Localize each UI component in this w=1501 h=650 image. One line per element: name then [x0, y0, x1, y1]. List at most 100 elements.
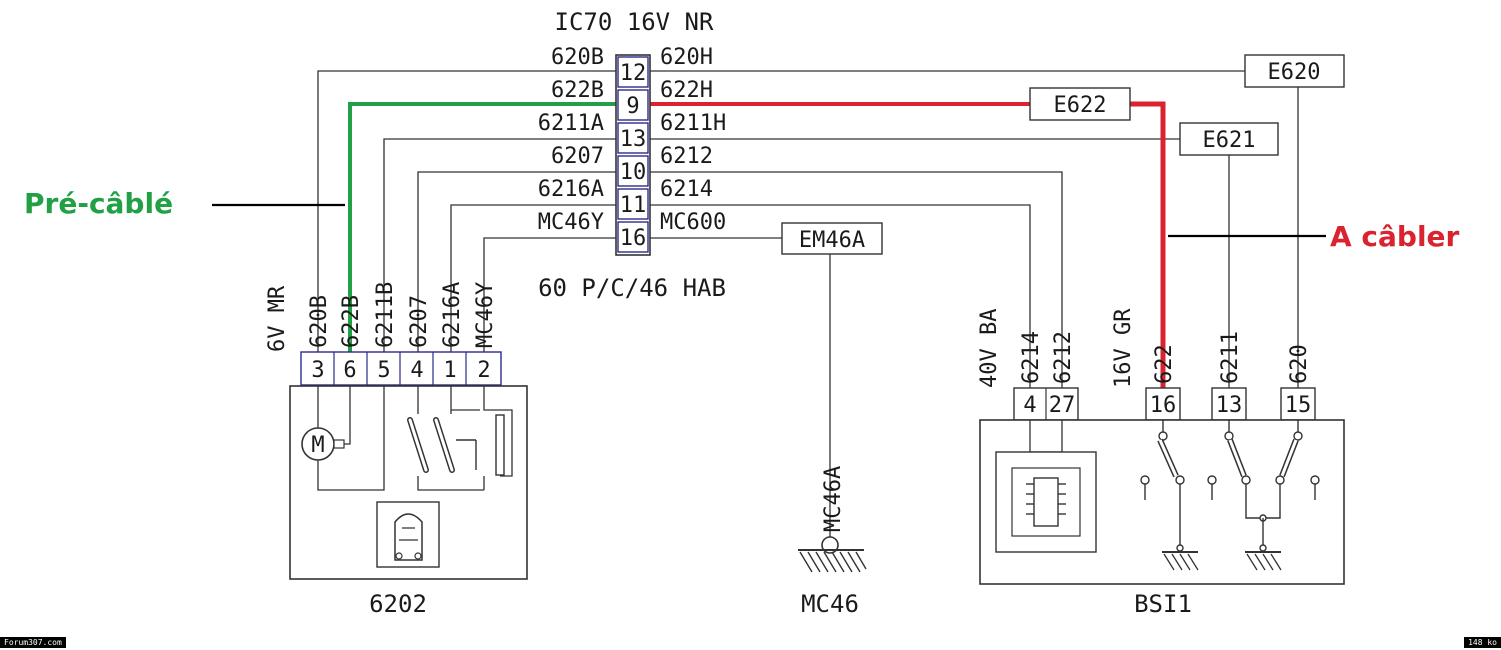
- pin-number: 6: [343, 358, 356, 383]
- pin-number: 10: [620, 160, 647, 185]
- footer-filesize: 148 ko: [1464, 637, 1501, 648]
- motor-letter: M: [311, 433, 324, 458]
- pin-left-label: 6211A: [538, 111, 604, 136]
- pin-number: 12: [620, 61, 647, 86]
- connector-pin: [1280, 387, 1316, 421]
- connector-pin: [1211, 387, 1247, 421]
- splice-box: [1244, 54, 1345, 88]
- footer-watermark-left: Forum307.com: [0, 637, 66, 648]
- component-6202: 6V MR 620B 622B 6211B 6207 6216A MC46Y 3…: [265, 282, 528, 618]
- car-door-icon: [376, 501, 440, 568]
- component-name: MC46: [801, 590, 859, 618]
- splice-e622: E622: [1029, 87, 1131, 121]
- pin-right-label: 622H: [660, 78, 713, 103]
- pin-number: 2: [477, 358, 490, 383]
- pin-left-label: 622B: [551, 78, 604, 103]
- connector-pin-row: 11 6216A 6214: [538, 177, 713, 220]
- splice-label: E620: [1268, 60, 1321, 85]
- pin-number: 3: [311, 358, 324, 383]
- wire-label: 6211: [1218, 331, 1243, 384]
- precable-annotation: Pré-câblé: [24, 187, 173, 220]
- wire-label: 622: [1152, 344, 1177, 384]
- wires: [212, 70, 1326, 537]
- component-mc46: MC46A MC46: [798, 466, 867, 618]
- pin-left-label: 6207: [551, 144, 604, 169]
- connector-label: 6V MR: [265, 285, 290, 352]
- pin-right-label: 6211H: [660, 111, 726, 136]
- pin-number: 16: [620, 226, 647, 251]
- pin-number: 27: [1049, 393, 1076, 418]
- splice-em46a: EM46A: [781, 222, 883, 255]
- pin-cell: [617, 188, 649, 220]
- wire-label: 6216A: [440, 282, 465, 348]
- pin-left-label: 6216A: [538, 177, 604, 202]
- connector-subtitle: 60 P/C/46 HAB: [538, 274, 726, 302]
- splice-e620: E620: [1244, 54, 1345, 88]
- connector-pin-row: 13 6211A 6211H: [538, 111, 726, 154]
- pin-number: 13: [620, 127, 647, 152]
- pin-right-label: MC600: [660, 210, 726, 235]
- connector-pin-row: 16 MC46Y MC600: [538, 210, 726, 253]
- pin-number: 13: [1216, 393, 1243, 418]
- pin-cell: [617, 155, 649, 187]
- to-wire-622: [1130, 101, 1166, 392]
- wire-620b: [317, 70, 616, 352]
- pin-number: 1: [443, 358, 456, 383]
- wire-label: 6207: [407, 295, 432, 348]
- wire-6216a: [450, 204, 616, 352]
- relay-switches: [1140, 420, 1320, 553]
- splice-label: E621: [1203, 128, 1256, 153]
- pin-right-label: 6214: [660, 177, 713, 202]
- connector-pin-row: 9 622B 622H: [551, 78, 713, 121]
- connector-title: IC70 16V NR: [555, 8, 714, 36]
- component-name: BSI1: [1134, 590, 1192, 618]
- pin-number: 4: [410, 358, 423, 383]
- ground-hatch: [799, 551, 867, 573]
- splice-box: [1179, 122, 1279, 156]
- motor-symbol: M: [301, 386, 385, 491]
- connector-label: 40V BA: [977, 309, 1002, 388]
- wire-6212: [650, 171, 1063, 388]
- wire-label: MC46A: [821, 466, 846, 532]
- wire-label: 620: [1287, 344, 1312, 384]
- splice-label: EM46A: [799, 228, 865, 253]
- wire-label: 6211B: [373, 282, 398, 348]
- wire-label: 6212: [1051, 331, 1076, 384]
- pin-right-label: 6212: [660, 144, 713, 169]
- acabler-annotation: A câbler: [1330, 220, 1460, 253]
- wire-mc46y: [483, 237, 616, 352]
- pin-number: 5: [377, 358, 390, 383]
- splice-box: [1029, 87, 1131, 121]
- precabled-wire-622b: [348, 102, 616, 352]
- pin-number: 15: [1285, 393, 1312, 418]
- pin-number: 11: [620, 193, 647, 218]
- wire-label: 6214: [1019, 331, 1044, 384]
- pin-left-label: MC46Y: [538, 210, 604, 235]
- splice-e621: E621: [1179, 122, 1279, 156]
- connector-pin-row: 12 620B 620H: [551, 45, 713, 88]
- chip-icon: [995, 420, 1097, 553]
- connector-ic70: IC70 16V NR 12 620B 620H 9 622B 622H 13 …: [538, 8, 726, 302]
- pin-right-label: 620H: [660, 45, 713, 70]
- pin-number: 9: [626, 94, 639, 119]
- wire-label: 620B: [307, 295, 332, 348]
- wire-6214: [650, 204, 1031, 388]
- pin-left-label: 620B: [551, 45, 604, 70]
- pin-cell: [617, 221, 649, 253]
- pin-number: 4: [1023, 393, 1036, 418]
- pin-cell: [617, 122, 649, 154]
- bsi-ground-hatch: [1163, 553, 1282, 571]
- wire-label: MC46Y: [473, 282, 498, 348]
- pin-cell: [617, 56, 649, 88]
- splice-label: E622: [1054, 93, 1107, 118]
- component-name: 6202: [369, 590, 427, 618]
- connector-label: 16V GR: [1111, 308, 1136, 388]
- wire-6211b: [383, 138, 616, 352]
- connector-pin: [1145, 387, 1181, 421]
- connector-strip: [300, 351, 502, 386]
- switch-group: [407, 386, 513, 491]
- wire-6207: [417, 171, 616, 352]
- pin-cell: [617, 89, 649, 121]
- pin-number: 16: [1150, 393, 1177, 418]
